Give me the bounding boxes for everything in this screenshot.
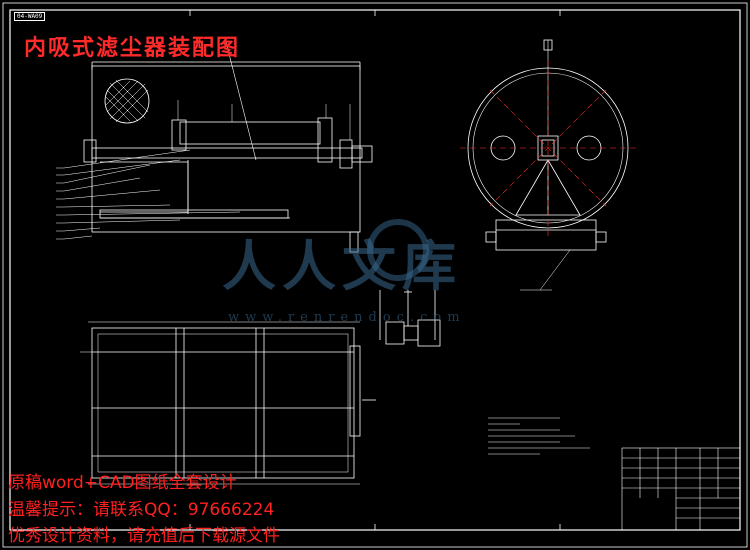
promo-line-3: 优秀设计资料，请充值后下载源文件 <box>8 526 280 546</box>
drawing-tag: 04-WA09 <box>14 12 46 21</box>
watermark-text: 人人文库 <box>222 234 462 298</box>
side-view <box>460 39 636 291</box>
promo-line-1: 原稿word+CAD图纸全套设计 <box>8 473 237 493</box>
front-view <box>56 41 373 253</box>
page-title: 内吸式滤尘器装配图 <box>24 36 241 61</box>
filter-mesh <box>104 78 150 124</box>
promo-line-2: 温馨提示：请联系QQ：97666224 <box>8 500 275 520</box>
title-block <box>621 447 741 531</box>
plan-view <box>80 321 376 485</box>
watermark-url: www.renrendoc.com <box>228 310 466 325</box>
watermark-logo <box>367 219 429 281</box>
notes-block <box>488 417 590 455</box>
motor-detail <box>379 290 441 347</box>
